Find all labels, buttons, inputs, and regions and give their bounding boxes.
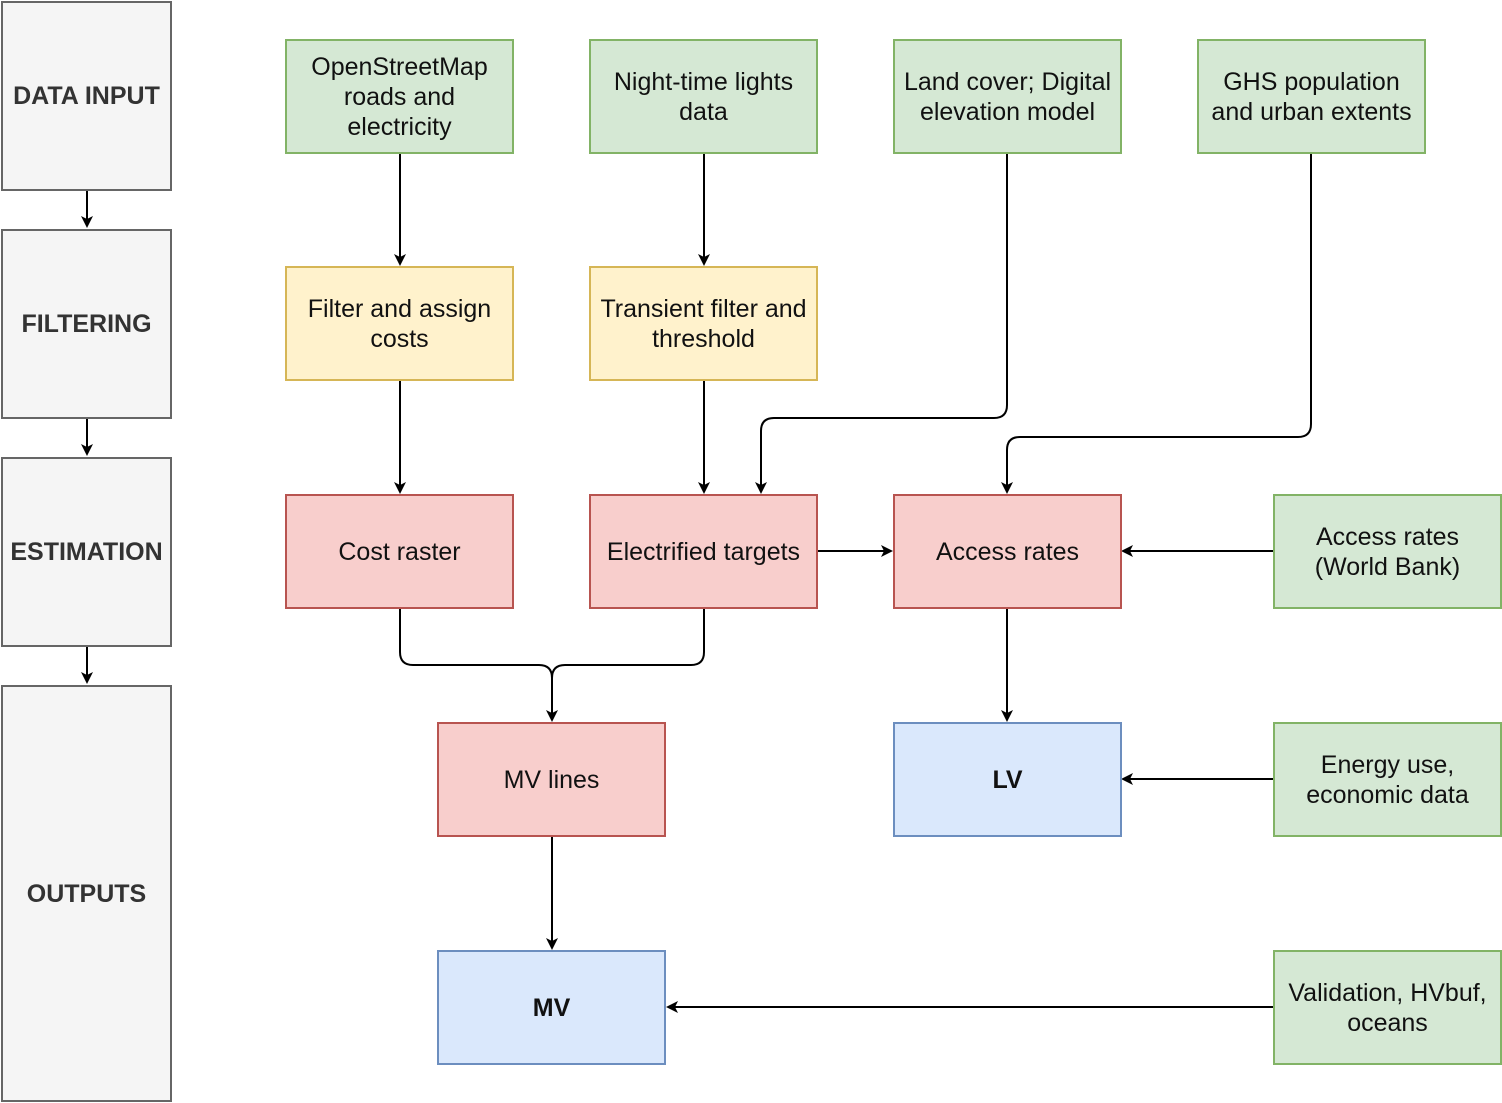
electrified-targets-label: Electrified targets xyxy=(606,537,801,566)
input-osm-label: OpenStreetMap roads and electricity xyxy=(311,52,488,141)
arrow-electrified-to-mvlines xyxy=(551,608,705,720)
input-ghs: GHS population and urban extents xyxy=(1197,39,1426,154)
input-ghs-label: GHS population and urban extents xyxy=(1211,67,1412,126)
stage-data-input: DATA INPUT xyxy=(1,1,172,191)
input-landcover: Land cover; Digital elevation model xyxy=(893,39,1122,154)
input-access-world-bank: Access rates (World Bank) xyxy=(1273,494,1502,609)
filter-transient-label: Transient filter and threshold xyxy=(600,294,807,353)
input-osm: OpenStreetMap roads and electricity xyxy=(285,39,514,154)
input-ntl: Night-time lights data xyxy=(589,39,818,154)
filter-assign-costs-label: Filter and assign costs xyxy=(307,294,492,353)
filter-assign-costs: Filter and assign costs xyxy=(285,266,514,381)
stage-outputs-label: OUTPUTS xyxy=(26,879,147,908)
stage-estimation: ESTIMATION xyxy=(1,457,172,647)
arrow-costraster-to-mvlines xyxy=(399,608,558,722)
input-ntl-label: Night-time lights data xyxy=(613,67,794,126)
input-validation-label: Validation, HVbuf, oceans xyxy=(1288,978,1487,1037)
input-energy-economic-label: Energy use, economic data xyxy=(1306,750,1469,809)
filter-transient: Transient filter and threshold xyxy=(589,266,818,381)
electrified-targets: Electrified targets xyxy=(589,494,818,609)
output-mv: MV xyxy=(437,950,666,1065)
input-energy-economic: Energy use, economic data xyxy=(1273,722,1502,837)
access-rates-label: Access rates xyxy=(935,537,1080,566)
output-lv-label: LV xyxy=(992,765,1023,794)
stage-estimation-label: ESTIMATION xyxy=(10,538,163,566)
arrow-ghs-to-access xyxy=(1001,153,1312,494)
arrow-landcover-to-electrified xyxy=(755,153,1008,494)
access-rates: Access rates xyxy=(893,494,1122,609)
input-validation: Validation, HVbuf, oceans xyxy=(1273,950,1502,1065)
stage-filtering-label: FILTERING xyxy=(21,310,152,338)
mv-lines-label: MV lines xyxy=(503,765,600,794)
stage-data-input-label: DATA INPUT xyxy=(13,82,160,110)
output-mv-label: MV xyxy=(532,993,571,1022)
stage-filtering: FILTERING xyxy=(1,229,172,419)
stage-outputs: OUTPUTS xyxy=(1,685,172,1102)
input-landcover-label: Land cover; Digital elevation model xyxy=(903,67,1112,126)
output-lv: LV xyxy=(893,722,1122,837)
cost-raster-label: Cost raster xyxy=(338,537,461,566)
input-access-world-bank-label: Access rates (World Bank) xyxy=(1314,522,1461,581)
mv-lines: MV lines xyxy=(437,722,666,837)
cost-raster: Cost raster xyxy=(285,494,514,609)
